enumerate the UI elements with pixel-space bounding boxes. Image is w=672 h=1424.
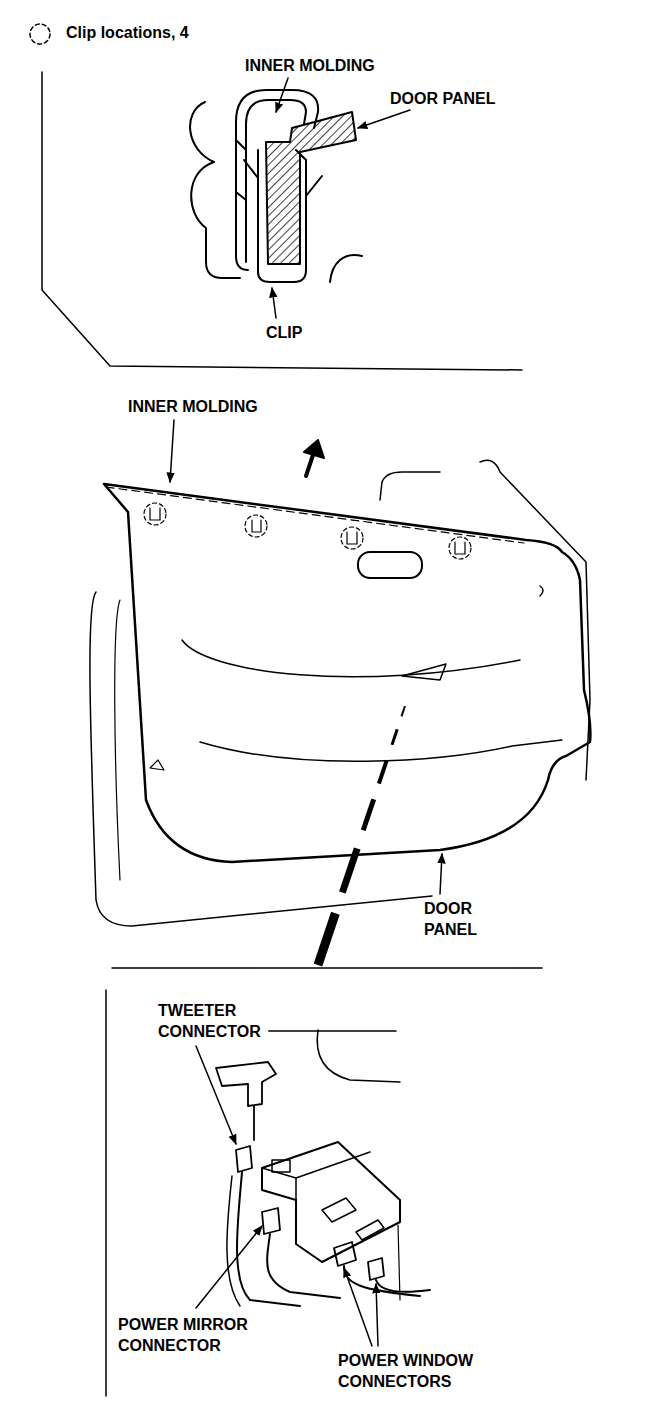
legend-text: Clip locations, 4 xyxy=(64,22,191,43)
harness-path xyxy=(342,849,357,893)
part-label: POWER MIRROR CONNECTOR xyxy=(116,1314,270,1356)
connector-block xyxy=(272,1160,290,1172)
clip-symbol xyxy=(150,508,465,554)
clip-location-symbol xyxy=(449,537,471,559)
door-frame xyxy=(150,760,164,770)
wire xyxy=(253,1106,255,1140)
inset-frame xyxy=(105,990,107,1396)
leader-line xyxy=(269,1030,396,1032)
door-contour xyxy=(398,1225,400,1300)
door-contour xyxy=(317,1030,400,1082)
door-frame xyxy=(380,472,440,500)
leader-line xyxy=(272,288,276,318)
part-label: CLIP xyxy=(264,322,304,343)
power-window-connector xyxy=(334,1242,356,1266)
wire xyxy=(227,1176,240,1306)
power-mirror-connector xyxy=(262,1208,280,1234)
tweeter-connector xyxy=(236,1146,252,1172)
connector-socket xyxy=(322,1198,384,1240)
part-label: INNER MOLDING xyxy=(243,55,377,76)
leader-line xyxy=(358,110,410,128)
frame-contour xyxy=(330,255,362,282)
leader-line xyxy=(376,1284,378,1346)
leader-line xyxy=(196,1046,236,1144)
part-label: TWEETER CONNECTOR xyxy=(156,1000,263,1042)
tweeter-connector-plug xyxy=(216,1062,276,1106)
door-panel-outline xyxy=(104,484,590,862)
leader-line xyxy=(276,78,288,112)
power-window-connector xyxy=(368,1258,384,1280)
molding-lip xyxy=(236,140,246,200)
leader-line xyxy=(440,854,442,894)
harness-path xyxy=(318,913,335,965)
panel-contour xyxy=(540,586,543,596)
inset-frame xyxy=(112,967,542,969)
frame-contour xyxy=(190,102,240,278)
door-handle-recess xyxy=(358,552,422,578)
clip-location-symbol xyxy=(245,515,267,537)
panel-contour xyxy=(200,740,562,761)
clip-barb xyxy=(244,150,322,196)
part-label: DOOR PANEL xyxy=(388,88,497,109)
clip-location-symbol xyxy=(341,527,363,549)
inset-frame xyxy=(42,72,522,370)
leader-line xyxy=(196,1226,262,1308)
part-label: POWER WINDOW CONNECTORS xyxy=(336,1350,490,1392)
removal-arrow xyxy=(304,440,324,458)
wire xyxy=(376,1280,430,1292)
door-frame xyxy=(90,592,432,926)
connector-block xyxy=(262,1152,370,1200)
pull-pocket xyxy=(402,664,446,680)
panel-contour xyxy=(182,640,520,677)
connector-block xyxy=(262,1142,400,1262)
harness-path xyxy=(363,799,374,830)
wire xyxy=(267,1234,340,1298)
door-frame xyxy=(480,460,590,780)
leader-line xyxy=(170,420,174,482)
door-panel-section xyxy=(266,112,356,264)
part-label: DOOR PANEL xyxy=(422,898,479,940)
harness-path xyxy=(402,706,406,716)
clip-location-symbol xyxy=(144,503,166,525)
clip-line xyxy=(106,487,524,543)
part-label: INNER MOLDING xyxy=(126,396,260,417)
leader-line xyxy=(344,1268,372,1346)
door-frame xyxy=(115,600,120,880)
harness-path xyxy=(379,760,387,783)
harness-path xyxy=(392,729,397,745)
clip-section xyxy=(258,150,306,282)
clip-location-symbol xyxy=(30,24,50,44)
